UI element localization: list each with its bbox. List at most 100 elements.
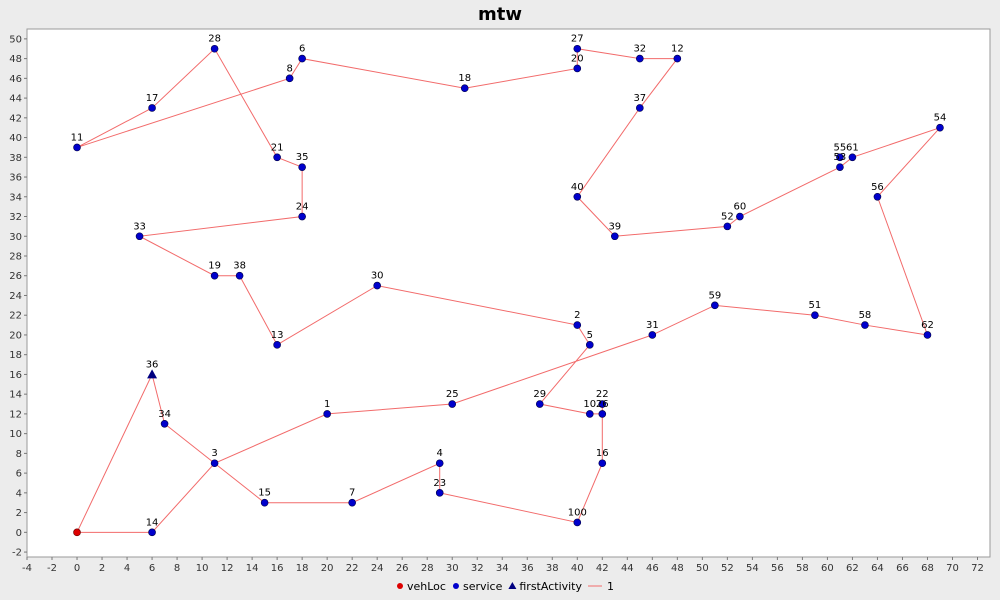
service-point [573,64,582,73]
service-point [711,301,719,310]
y-tick-label: 18 [9,350,22,361]
y-tick-label: 42 [9,113,22,124]
service-point [923,331,932,339]
x-tick-label: 14 [246,563,259,574]
service-point [298,163,306,171]
point-label: 6 [299,44,305,55]
x-tick-label: -4 [22,563,32,574]
service-point [648,331,657,339]
x-tick-label: -2 [47,563,57,574]
x-tick-label: 40 [571,563,584,574]
chart-title: mtw [478,4,522,25]
point-label: 35 [296,152,309,163]
y-tick-label: 16 [9,370,22,381]
points-layer [73,44,944,537]
service-point [736,212,744,221]
y-tick-label: 32 [9,212,22,223]
y-tick-label: -2 [12,548,22,559]
point-label: 24 [296,202,309,213]
point-label: 12 [671,44,684,55]
point-label: 56 [871,182,884,193]
service-point [148,528,156,537]
service-point [285,74,294,83]
y-tick-label: 20 [9,330,22,341]
point-label: 34 [158,409,171,420]
point-label: 16 [596,448,609,459]
point-label: 22 [596,389,609,400]
service-point [460,84,469,93]
x-tick-label: 28 [421,563,434,574]
point-label: 55 [834,142,847,153]
plot-area [26,28,991,558]
point-label: 36 [146,359,159,370]
point-label: 61 [846,142,859,153]
point-label: 60 [734,202,747,213]
service-point [873,192,882,201]
service-point [723,222,732,231]
y-tick-label: 28 [9,251,22,262]
service-point [585,341,594,349]
point-label: 8 [286,63,292,74]
point-label: 20 [571,53,584,64]
legend-marker-vehLoc [397,583,403,589]
y-tick-label: 36 [9,173,22,184]
y-tick-label: 6 [16,469,22,480]
x-tick-label: 72 [971,563,984,574]
y-tick-label: 38 [9,153,22,164]
service-point [848,153,857,162]
point-label: 14 [146,517,159,528]
service-point [160,419,169,428]
service-point [73,143,81,152]
x-tick-label: 10 [196,563,209,574]
x-tick-label: 12 [221,563,234,574]
point-label: 51 [809,300,822,311]
x-tick-label: 0 [74,563,80,574]
service-point [298,212,306,221]
service-point [210,271,219,280]
y-tick-label: 8 [16,449,22,460]
service-point [260,498,269,507]
y-tick-label: 46 [9,74,22,85]
point-label: 37 [633,93,646,104]
point-label: 19 [208,261,221,272]
legend-label-vehLoc: vehLoc [407,580,446,593]
x-tick-label: 42 [596,563,609,574]
service-point [448,400,457,408]
point-label: 30 [371,271,384,282]
x-tick-label: 52 [721,563,734,574]
x-tick-label: 68 [921,563,934,574]
x-tick-label: 4 [124,563,130,574]
x-tick-label: 24 [371,563,384,574]
x-tick-label: 64 [871,563,884,574]
y-axis: -202468101214161820222426283032343638404… [9,34,27,559]
point-label: 40 [571,182,584,193]
service-point [611,232,619,241]
vehloc-marker [73,528,81,537]
x-tick-label: 34 [496,563,509,574]
point-label: 53 [834,152,847,163]
point-label: 32 [633,44,646,55]
point-label: 59 [708,290,721,301]
x-tick-label: 26 [396,563,409,574]
service-point [135,232,144,241]
service-point [598,410,607,418]
legend-label-firstActivity: firstActivity [519,580,582,593]
point-label: 7 [349,488,355,499]
y-tick-label: 34 [9,192,22,203]
point-label: 23 [433,478,446,489]
y-tick-label: 22 [9,311,22,322]
y-tick-label: 40 [9,133,22,144]
point-label: 25 [446,389,459,400]
service-point [573,44,582,53]
point-label: 58 [859,310,872,321]
service-point [210,44,219,53]
point-label: 11 [71,132,84,143]
service-point [148,104,156,112]
legend-marker-firstActivity [508,582,517,589]
x-tick-label: 54 [746,563,759,574]
point-label: 39 [608,221,621,232]
service-point [273,153,281,162]
x-tick-label: 58 [796,563,809,574]
